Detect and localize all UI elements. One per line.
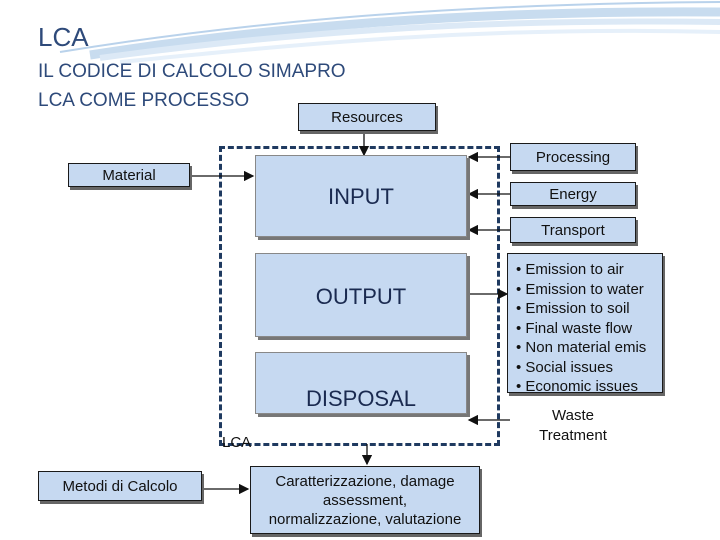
emission-item: • Economic issues [516, 378, 638, 395]
lca-boundary-label: LCA [222, 434, 252, 451]
emission-item: • Emission to water [516, 280, 644, 298]
carat-line2: assessment, [322, 492, 408, 509]
carat-line1: Caratterizzazione, damage [275, 473, 455, 490]
processing-box: Processing [510, 143, 636, 171]
input-label: INPUT [328, 184, 394, 209]
output-label: OUTPUT [315, 284, 407, 309]
transport-box: Transport [510, 217, 636, 243]
caratterizzazione-box: Caratterizzazione, damage assessment, no… [250, 466, 480, 534]
emissions-box: • Emission to air • Emission to water • … [507, 253, 663, 395]
slide-title: LCA [38, 22, 89, 52]
emission-item: • Emission to soil [516, 300, 630, 317]
metodi-box: Metodi di Calcolo [38, 471, 202, 501]
emission-item: • Emission to air [516, 261, 624, 278]
header-wave-decoration [59, 1, 720, 64]
waste-treatment-label: Waste Treatment [520, 406, 626, 446]
energy-box: Energy [510, 182, 636, 206]
emission-item: • Final waste flow [516, 319, 633, 337]
waste-line2: Treatment [539, 427, 607, 444]
disposal-box: DISPOSAL [255, 352, 467, 414]
waste-line1: Waste [552, 407, 594, 424]
material-box: Material [68, 163, 190, 187]
emission-item: • Non material emis [516, 339, 647, 356]
carat-line3: normalizzazione, valutazione [268, 511, 462, 528]
slide-subtitle-line2: LCA COME PROCESSO [38, 90, 250, 111]
emission-item: • Social issues [516, 358, 613, 376]
disposal-label: DISPOSAL [305, 386, 417, 411]
output-box: OUTPUT [255, 253, 467, 337]
resources-box: Resources [298, 103, 436, 131]
slide-subtitle-line1: IL CODICE DI CALCOLO SIMAPRO [38, 61, 346, 82]
input-box: INPUT [255, 155, 467, 237]
